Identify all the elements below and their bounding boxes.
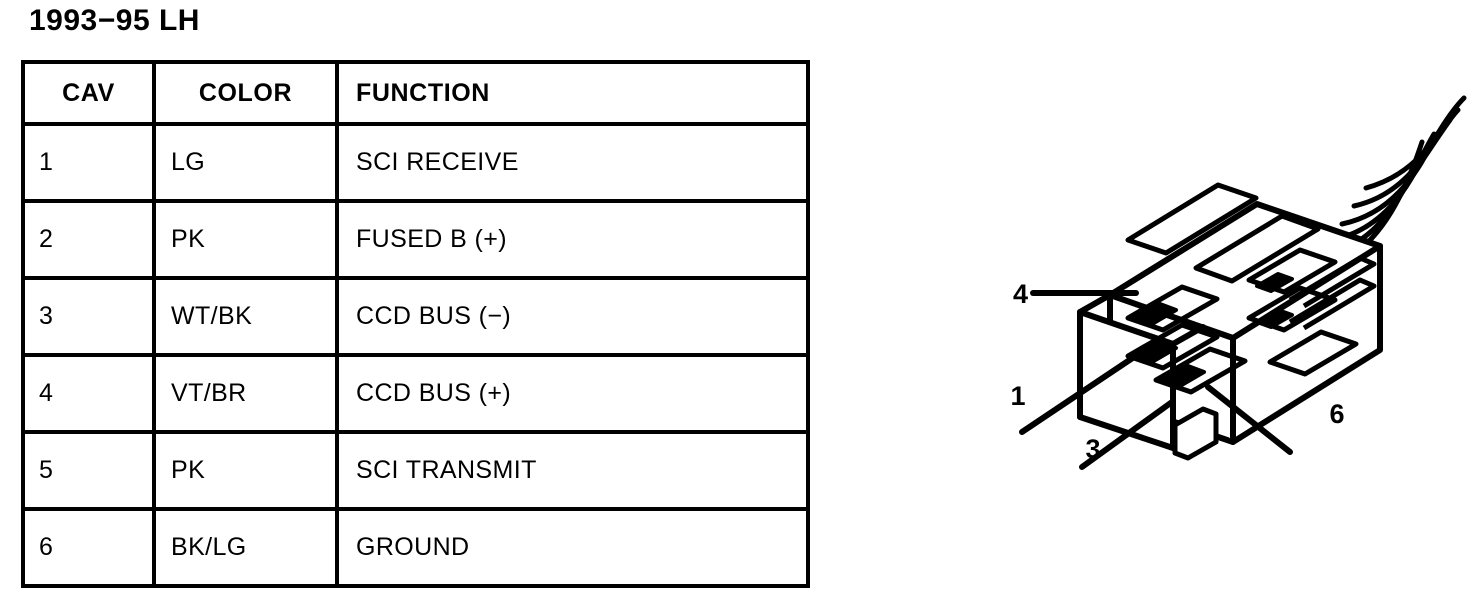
callout-leader-lines [1019,290,1293,470]
connector-latch [1172,406,1219,461]
cell-color: PK [152,430,339,511]
table-row: 4 VT/BR CCD BUS (+) [21,353,810,434]
column-header-function: FUNCTION [335,60,810,126]
leader-line-3 [1079,399,1175,470]
cell-function: GROUND [335,507,810,588]
cell-color: LG [152,122,339,203]
connector-illustration: 4 1 3 6 [960,50,1472,490]
terminal-blades [1134,272,1294,388]
leader-line-6 [1205,384,1293,455]
cell-cav: 2 [21,199,156,280]
table-header-row: CAV COLOR FUNCTION [21,60,810,126]
callout-label-3: 3 [1085,434,1100,464]
cell-cav: 4 [21,353,156,434]
column-header-cav: CAV [21,60,156,126]
page-title: 1993−95 LH [29,4,200,37]
column-header-color: COLOR [152,60,339,126]
leader-line-1 [1019,346,1149,435]
cell-function: CCD BUS (+) [335,353,810,434]
cell-cav: 6 [21,507,156,588]
table-row: 3 WT/BK CCD BUS (−) [21,276,810,357]
cell-color: WT/BK [152,276,339,357]
cell-function: SCI RECEIVE [335,122,810,203]
cell-cav: 3 [21,276,156,357]
cell-function: SCI TRANSMIT [335,430,810,511]
cell-color: PK [152,199,339,280]
callout-label-1: 1 [1010,381,1025,411]
cell-function: CCD BUS (−) [335,276,810,357]
cell-cav: 5 [21,430,156,511]
cell-color: VT/BR [152,353,339,434]
callout-label-4: 4 [1013,279,1028,309]
cell-function: FUSED B (+) [335,199,810,280]
table-row: 2 PK FUSED B (+) [21,199,810,280]
cell-color: BK/LG [152,507,339,588]
table-row: 5 PK SCI TRANSMIT [21,430,810,511]
pinout-table: CAV COLOR FUNCTION 1 LG SCI RECEIVE 2 PK… [21,60,810,588]
table-row: 1 LG SCI RECEIVE [21,122,810,203]
table-row: 6 BK/LG GROUND [21,507,810,588]
cell-cav: 1 [21,122,156,203]
connector-ribs [1125,182,1377,331]
callout-label-6: 6 [1329,399,1344,429]
